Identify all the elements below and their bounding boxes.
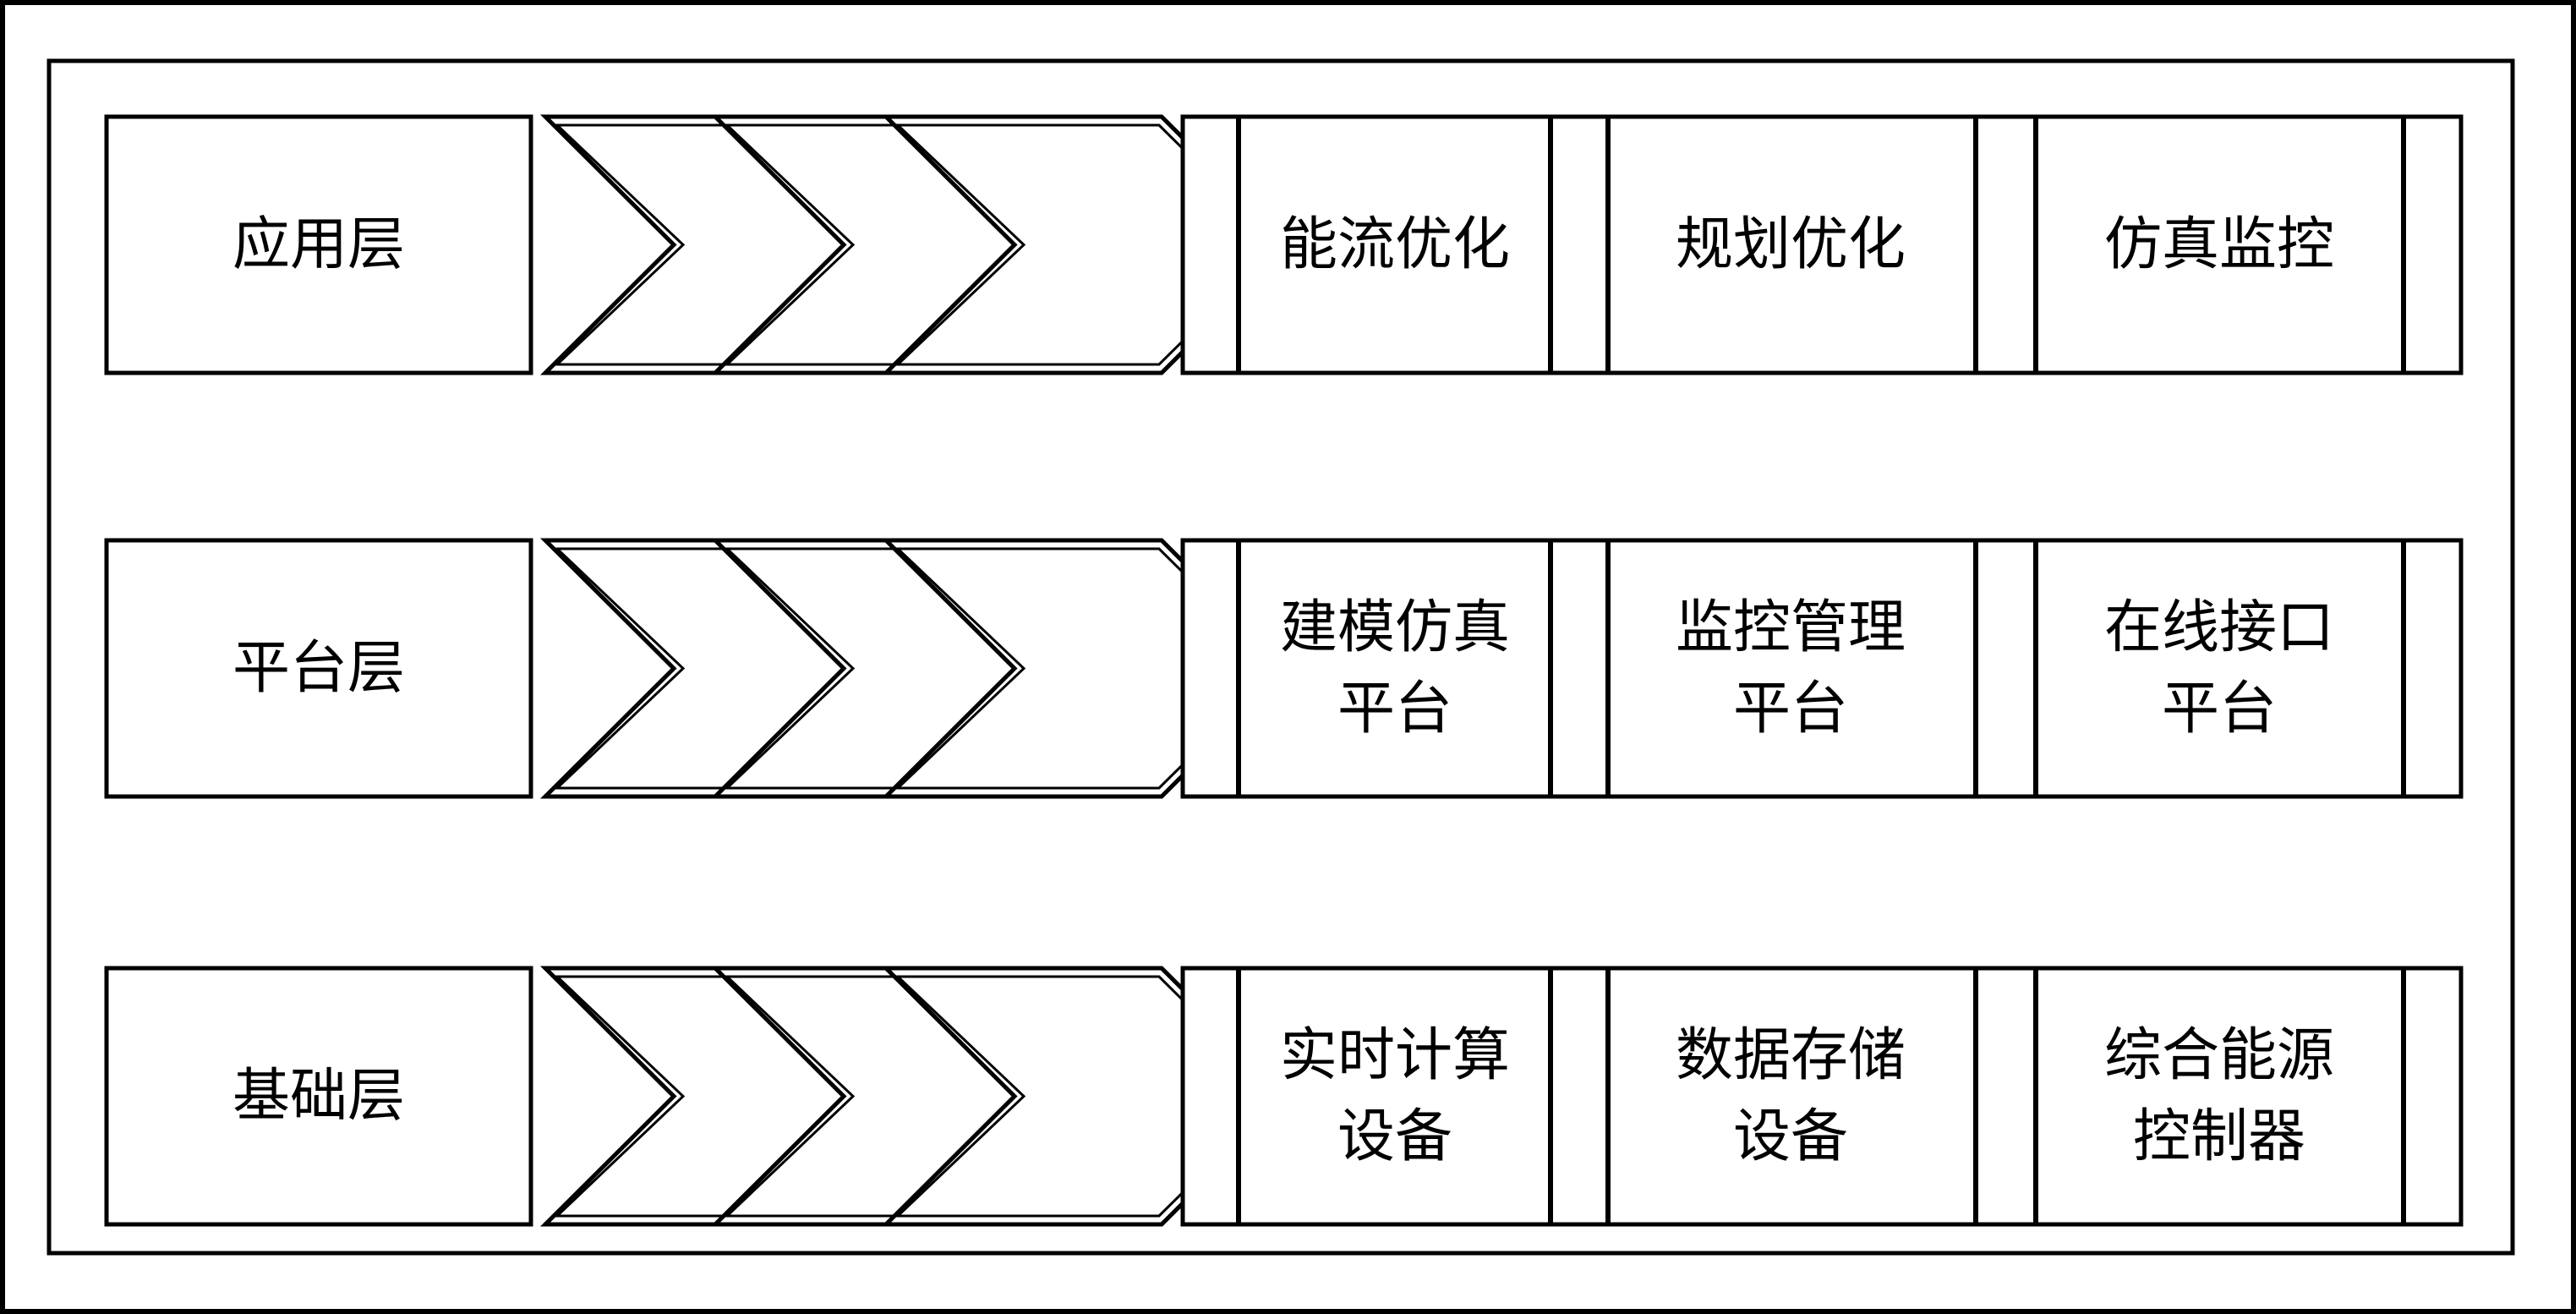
layer-label: 基础层 bbox=[232, 1063, 405, 1130]
module-box bbox=[1180, 114, 2464, 375]
module-label-line: 设备 bbox=[1733, 1103, 1848, 1170]
layer-label: 平台层 bbox=[232, 635, 405, 702]
module-label-line: 设备 bbox=[1337, 1103, 1452, 1170]
module-label-line: 平台 bbox=[1733, 676, 1848, 742]
chevron-inner bbox=[894, 975, 1283, 1218]
module-label-line: 仿真监控 bbox=[2104, 211, 2334, 278]
chevron-inner bbox=[894, 547, 1283, 790]
module-label-line: 建模仿真 bbox=[1280, 594, 1510, 661]
module-label-line: 能流优化 bbox=[1280, 211, 1510, 278]
layer-row-1: 应用层 能流优化 规划优化 仿真监控 bbox=[104, 114, 2464, 375]
module-label-line: 数据存储 bbox=[1676, 1022, 1906, 1089]
module-label-line: 规划优化 bbox=[1676, 211, 1906, 278]
module-box bbox=[1180, 966, 2464, 1227]
module-label-line: 监控管理 bbox=[1676, 594, 1906, 661]
layer-label-box bbox=[104, 966, 533, 1227]
layer-label-box bbox=[104, 538, 533, 799]
module-box bbox=[1180, 538, 2464, 799]
module-label-line: 控制器 bbox=[2133, 1103, 2305, 1170]
module-label-line: 平台 bbox=[1337, 676, 1452, 742]
module-label-line: 综合能源 bbox=[2104, 1022, 2334, 1089]
module-label-line: 实时计算 bbox=[1280, 1022, 1510, 1089]
chevron-inner bbox=[894, 123, 1283, 366]
layer-label: 应用层 bbox=[232, 211, 405, 278]
module-label-line: 平台 bbox=[2162, 676, 2277, 742]
inner-frame bbox=[46, 58, 2515, 1256]
module-label-line: 在线接口 bbox=[2104, 594, 2334, 661]
layer-label-box bbox=[104, 114, 533, 375]
